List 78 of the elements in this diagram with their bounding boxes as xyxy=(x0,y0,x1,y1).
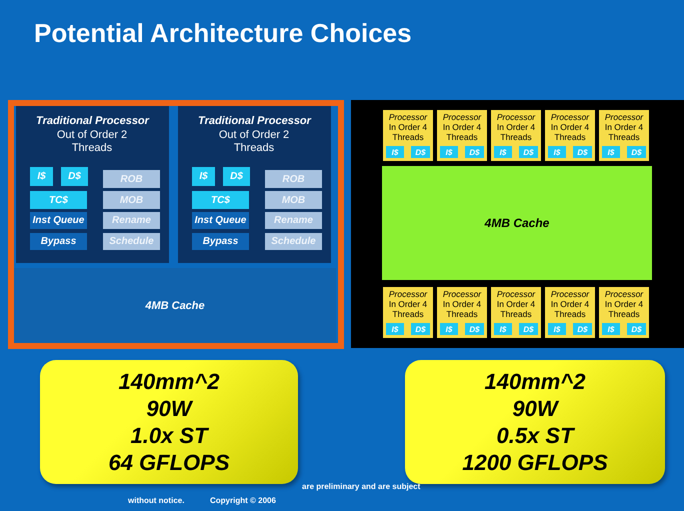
stat-text: 64 GFLOPS xyxy=(108,449,230,476)
unit-block: D$ xyxy=(627,323,646,335)
processor-title: Processor xyxy=(604,112,644,122)
footer-note: without notice. xyxy=(128,496,184,505)
processor-title: Processor xyxy=(442,112,482,122)
stat-text: 140mm^2 xyxy=(118,368,220,395)
unit-block: I$ xyxy=(440,323,458,335)
processor-description: Out of Order 2 Threads xyxy=(218,129,290,155)
unit-block: Rename xyxy=(265,212,322,229)
unit-block: D$ xyxy=(627,146,646,158)
unit-block: I$ xyxy=(386,146,404,158)
unit-block: I$ xyxy=(494,323,512,335)
processor-description: In Order 4 Threads xyxy=(550,299,590,319)
processor-description: In Order 4 Threads xyxy=(442,122,482,142)
unit-block: I$ xyxy=(386,323,404,335)
unit-block: D$ xyxy=(465,146,484,158)
processor-description: In Order 4 Threads xyxy=(550,122,590,142)
unit-block: I$ xyxy=(440,146,458,158)
processor-title: Processor xyxy=(550,289,590,299)
processor-title: Processor xyxy=(496,289,536,299)
unit-block: MOB xyxy=(265,191,322,209)
processor-title: Processor xyxy=(442,289,482,299)
cache-block: 4MB Cache xyxy=(14,268,336,343)
unit-block: I$ xyxy=(602,323,620,335)
stats-card xyxy=(405,360,665,484)
unit-block: ROB xyxy=(103,170,160,188)
processor-title: Processor xyxy=(550,112,590,122)
stat-text: 90W xyxy=(512,395,558,422)
footer-note: Copyright © 2006 xyxy=(210,496,276,505)
unit-block: D$ xyxy=(411,323,430,335)
processor-title: Processor xyxy=(388,112,428,122)
unit-block: D$ xyxy=(465,323,484,335)
stat-text: 90W xyxy=(146,395,192,422)
processor-title: Traditional Processor xyxy=(197,115,312,127)
processor-title: Processor xyxy=(604,289,644,299)
unit-block: TC$ xyxy=(192,191,249,209)
unit-block: Schedule xyxy=(265,233,322,250)
unit-block: I$ xyxy=(192,167,215,186)
unit-block: D$ xyxy=(519,323,538,335)
processor-description: Out of Order 2 Threads xyxy=(56,129,128,155)
unit-block: D$ xyxy=(519,146,538,158)
processor-description: In Order 4 Threads xyxy=(604,122,644,142)
unit-block: ROB xyxy=(265,170,322,188)
unit-block: Bypass xyxy=(30,233,87,250)
unit-block: Schedule xyxy=(103,233,160,250)
processor-description: In Order 4 Threads xyxy=(388,299,428,319)
stat-text: 140mm^2 xyxy=(484,368,586,395)
stat-text: 0.5x ST xyxy=(496,422,574,449)
unit-block: D$ xyxy=(573,146,592,158)
unit-block: MOB xyxy=(103,191,160,209)
processor-description: In Order 4 Threads xyxy=(388,122,428,142)
unit-block: I$ xyxy=(30,167,53,186)
unit-block: D$ xyxy=(223,167,250,186)
footer-note: are preliminary and are subject xyxy=(302,482,420,491)
stat-text: 1.0x ST xyxy=(130,422,208,449)
processor-title: Processor xyxy=(496,112,536,122)
unit-block: D$ xyxy=(61,167,88,186)
unit-block: I$ xyxy=(602,146,620,158)
processor-title: Processor xyxy=(388,289,428,299)
stats-card xyxy=(40,360,298,484)
unit-block: I$ xyxy=(548,323,566,335)
unit-block: TC$ xyxy=(30,191,87,209)
unit-block: Inst Queue xyxy=(30,212,87,229)
unit-block: Rename xyxy=(103,212,160,229)
unit-block: D$ xyxy=(411,146,430,158)
slide-title: Potential Architecture Choices xyxy=(34,18,412,49)
processor-description: In Order 4 Threads xyxy=(604,299,644,319)
processor-description: In Order 4 Threads xyxy=(496,299,536,319)
unit-block: Inst Queue xyxy=(192,212,249,229)
cache-block: 4MB Cache xyxy=(382,166,652,280)
processor-title: Traditional Processor xyxy=(35,115,150,127)
stat-text: 1200 GFLOPS xyxy=(462,449,608,476)
unit-block: Bypass xyxy=(192,233,249,250)
processor-description: In Order 4 Threads xyxy=(496,122,536,142)
processor-description: In Order 4 Threads xyxy=(442,299,482,319)
unit-block: D$ xyxy=(573,323,592,335)
unit-block: I$ xyxy=(548,146,566,158)
unit-block: I$ xyxy=(494,146,512,158)
